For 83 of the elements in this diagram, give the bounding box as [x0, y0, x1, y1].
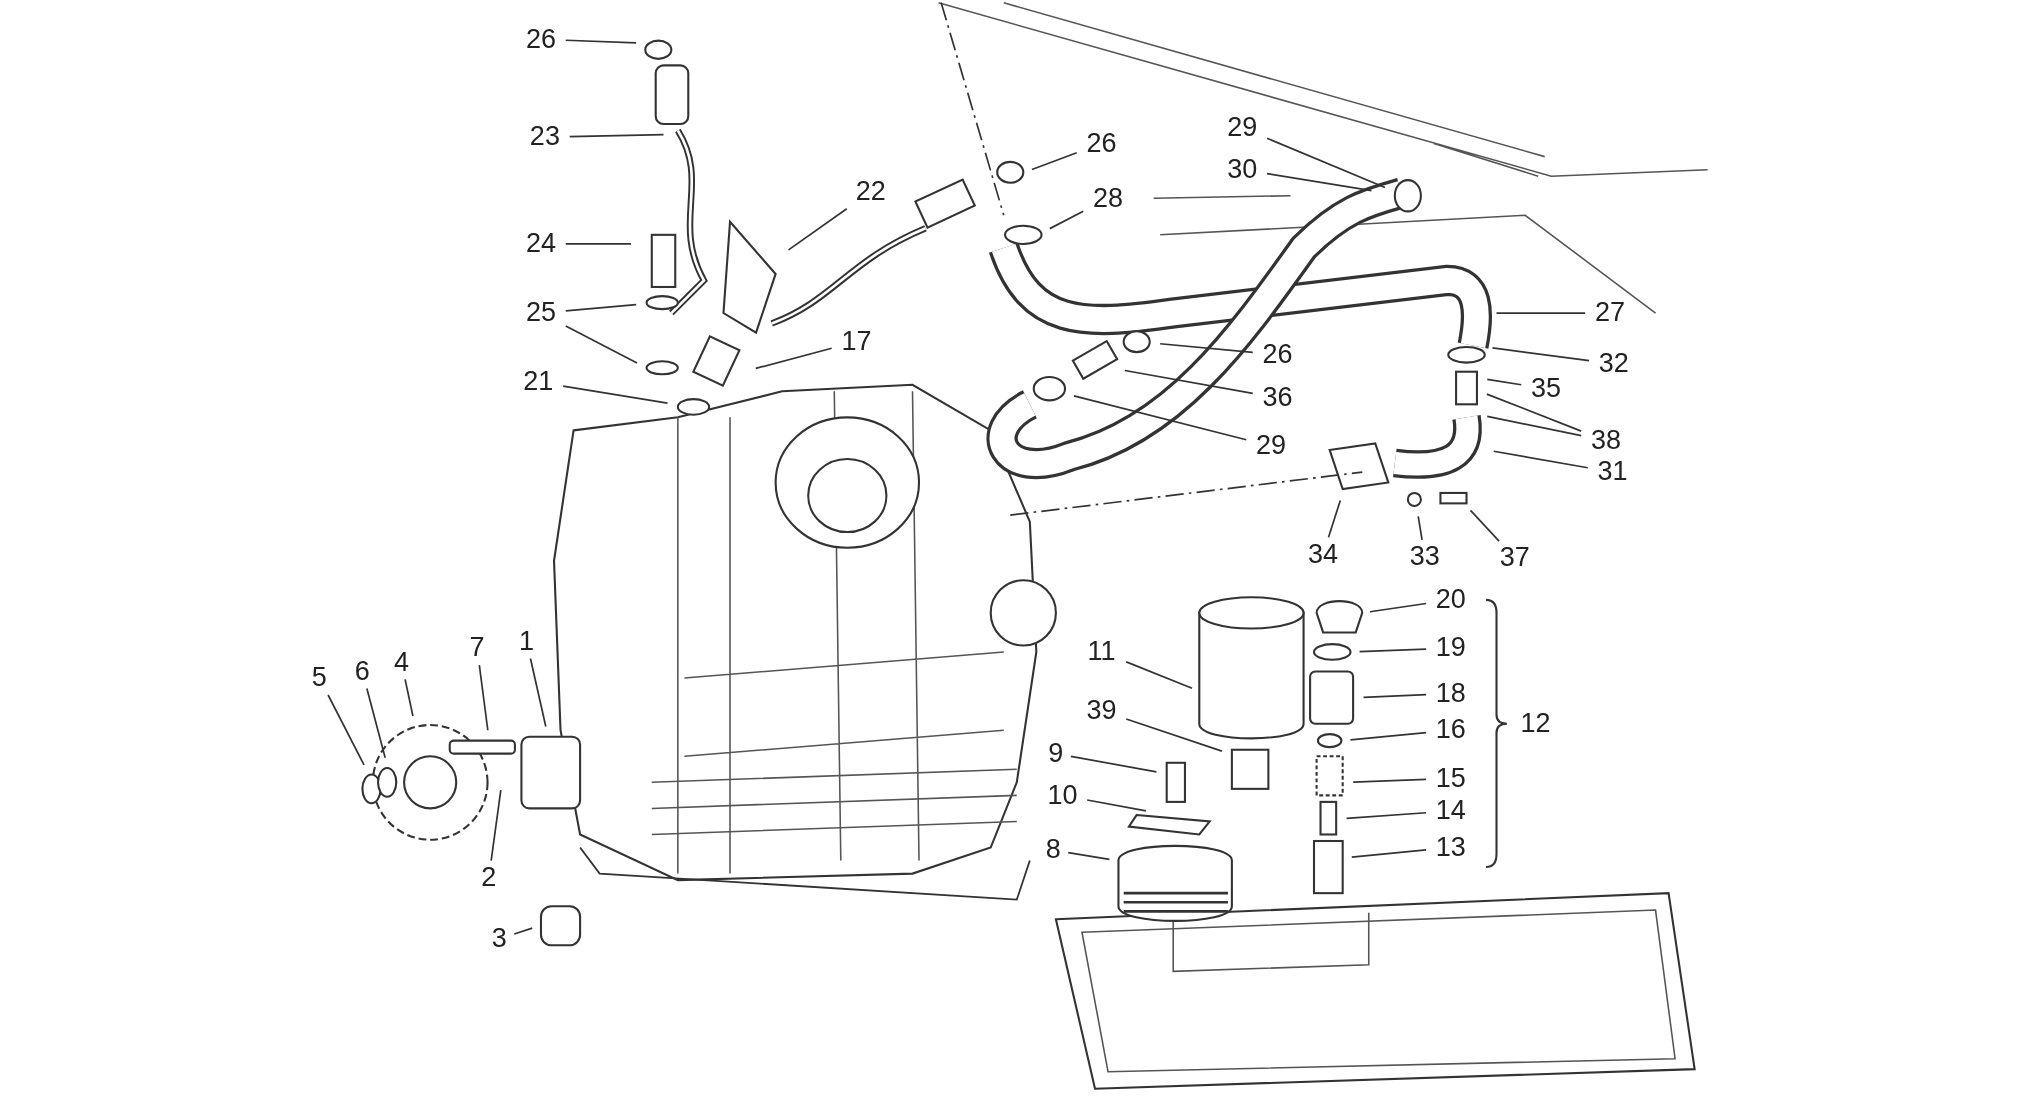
- callout-number: 29: [1217, 110, 1268, 145]
- leader-line: [529, 657, 547, 728]
- callout-number: 18: [1426, 676, 1476, 711]
- callout-number: 26: [1252, 337, 1303, 372]
- callout-number: 7: [462, 630, 493, 665]
- callout-number: 5: [304, 660, 335, 695]
- callout-number: 33: [1400, 539, 1450, 574]
- callout-number: 26: [1076, 126, 1127, 161]
- leader-line: [1352, 778, 1427, 783]
- leader-line: [1031, 151, 1078, 171]
- leader-line: [1070, 755, 1158, 773]
- callout-number: 36: [1252, 380, 1303, 415]
- callout-number: 21: [513, 365, 564, 399]
- leader-line: [1124, 369, 1254, 395]
- callout-number: 22: [846, 174, 896, 209]
- leader-line: [490, 789, 502, 862]
- leader-line: [1125, 661, 1193, 690]
- leader-line: [564, 39, 637, 44]
- callout-number: 28: [1083, 181, 1133, 216]
- leader-line: [1417, 515, 1423, 541]
- leader-line: [1086, 799, 1147, 812]
- leader-line: [327, 694, 365, 766]
- leader-line: [1349, 731, 1427, 741]
- callout-number: 9: [1040, 736, 1071, 771]
- callout-number: 29: [1246, 428, 1296, 463]
- leader-line: [1469, 509, 1500, 543]
- leader-line: [1266, 172, 1373, 192]
- leader-line: [1495, 312, 1586, 314]
- leader-line: [1048, 210, 1085, 230]
- leader-line: [1486, 415, 1583, 437]
- leader-line: [562, 385, 669, 404]
- callout-number: 1: [511, 624, 542, 659]
- callout-number: 30: [1217, 152, 1268, 187]
- leader-line: [754, 347, 833, 370]
- leader-line: [568, 133, 665, 138]
- callout-number: 11: [1076, 634, 1127, 669]
- leader-line: [1486, 378, 1523, 386]
- leader-line: [564, 243, 632, 245]
- leader-line: [564, 303, 637, 312]
- leader-line: [1266, 137, 1386, 189]
- callout-number: 16: [1426, 713, 1476, 747]
- callout-number: 2: [473, 860, 504, 895]
- callout-number: 4: [386, 645, 417, 680]
- leader-line: [366, 687, 386, 759]
- callout-number: 10: [1037, 778, 1088, 813]
- callout-number: 39: [1076, 693, 1127, 728]
- callout-number: 34: [1298, 537, 1348, 571]
- callout-number: 27: [1585, 295, 1635, 330]
- callout-number: 8: [1038, 832, 1069, 867]
- callout-number: 23: [520, 119, 570, 154]
- leader-line: [1492, 450, 1589, 469]
- callout-number: 15: [1426, 761, 1476, 796]
- callout-number: 13: [1426, 830, 1476, 865]
- callout-number: 37: [1489, 540, 1540, 575]
- callout-number: 6: [347, 654, 378, 689]
- leader-line: [1327, 499, 1342, 539]
- leader-line: [1358, 648, 1427, 653]
- leader-line: [404, 678, 414, 717]
- leader-line: [1073, 394, 1248, 441]
- callout-number: 3: [484, 921, 515, 956]
- leader-line: [513, 927, 534, 935]
- leader-line: [1486, 393, 1583, 432]
- leader-line: [1159, 342, 1254, 354]
- leader-line: [1345, 811, 1427, 820]
- leader-line: [1350, 849, 1427, 859]
- leader-line: [787, 207, 848, 251]
- leader-line: [478, 664, 489, 732]
- callout-number: 14: [1426, 793, 1476, 828]
- leader-line: [1491, 347, 1590, 362]
- callout-number: 32: [1589, 346, 1639, 381]
- callout-number: 12: [1510, 706, 1561, 741]
- callout-number: 20: [1426, 582, 1476, 617]
- callout-number: 26: [516, 22, 566, 57]
- leader-line: [1067, 851, 1111, 861]
- callout-number: 24: [516, 226, 566, 261]
- leader-line: [1125, 718, 1223, 752]
- callout-number: 25: [516, 295, 566, 330]
- leader-line: [564, 325, 638, 364]
- leader-line: [1362, 693, 1427, 699]
- leader-line: [1369, 602, 1427, 613]
- callout-number: 17: [831, 324, 882, 359]
- callout-number: 35: [1521, 371, 1571, 406]
- callout-number: 19: [1426, 630, 1476, 665]
